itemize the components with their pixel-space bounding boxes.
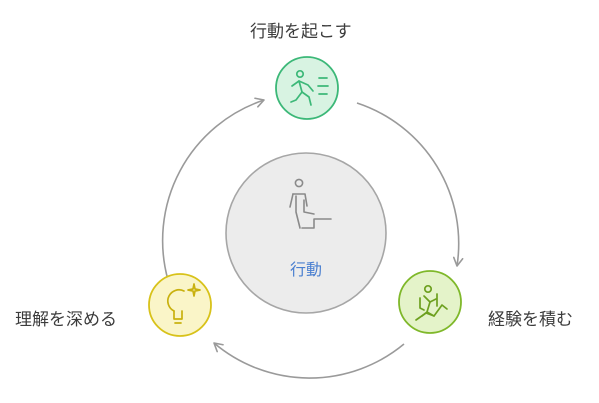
node-deepen-understanding-circle	[148, 273, 212, 337]
lightbulb-sparkle-icon	[167, 283, 201, 324]
node-deepen-understanding-label: 理解を深める	[15, 310, 117, 330]
hiker-climbing-icon	[415, 284, 448, 321]
climbing-stairs-icon	[289, 178, 332, 229]
node-take-action-circle	[275, 56, 339, 120]
arrow-experience-to-understanding	[213, 342, 405, 379]
center-circle	[225, 152, 387, 314]
arrow-understanding-to-action	[161, 97, 265, 281]
running-person-icon	[290, 69, 329, 106]
node-gain-experience-label: 経験を積む	[488, 310, 573, 330]
node-take-action-label: 行動を起こす	[250, 22, 352, 42]
arrow-action-to-experience	[356, 102, 464, 267]
center-label: 行動	[290, 260, 323, 279]
